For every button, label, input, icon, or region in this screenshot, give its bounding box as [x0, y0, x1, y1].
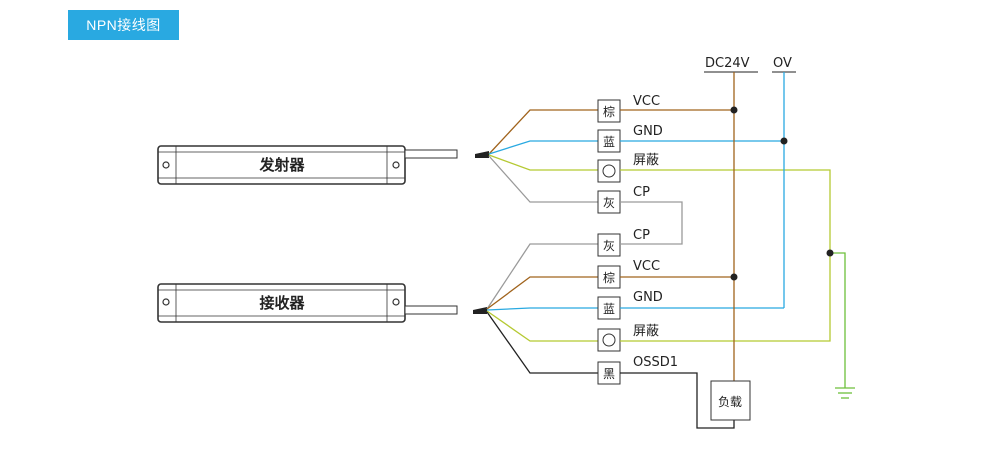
screw-icon	[392, 161, 400, 169]
screw-icon	[392, 298, 400, 306]
signal-label: OSSD1	[633, 355, 678, 370]
receiver-device: 接收器	[157, 283, 487, 323]
page-title: NPN接线图	[68, 10, 179, 40]
wire-gray	[486, 243, 598, 310]
signal-label: GND	[633, 290, 663, 305]
signal-label: VCC	[633, 259, 660, 274]
junctions	[730, 106, 834, 281]
wire-blue	[486, 307, 598, 311]
cp-link	[620, 201, 683, 245]
receiver-wires	[486, 243, 598, 374]
terminal-label: 棕	[603, 270, 615, 285]
shield-terminal-icon	[602, 333, 616, 347]
load-box: 负载	[710, 380, 751, 421]
emitter-label: 发射器	[258, 156, 305, 174]
emitter-wires	[488, 109, 598, 203]
wire-shield	[488, 154, 598, 171]
signal-label: 屏蔽	[633, 153, 659, 168]
signal-label: VCC	[633, 94, 660, 109]
ov-label: OV	[773, 56, 792, 71]
emitter-device: 发射器	[157, 145, 489, 185]
ground-icon	[835, 387, 855, 399]
terminal-label: 棕	[603, 104, 615, 119]
signal-label: GND	[633, 124, 663, 139]
terminal-label: 蓝	[603, 302, 615, 316]
terminal-label: 灰	[603, 239, 615, 253]
emitter-terminals: 棕 蓝 灰	[597, 99, 621, 214]
screw-icon	[162, 298, 170, 306]
wire-brown	[486, 276, 598, 310]
terminal-label: 黑	[603, 367, 615, 381]
signal-label: 屏蔽	[633, 324, 659, 339]
screw-icon	[162, 161, 170, 169]
terminal-label: 灰	[603, 196, 615, 210]
wire-black	[486, 311, 598, 374]
wire-shield	[486, 310, 598, 342]
receiver-label: 接收器	[259, 294, 305, 312]
load-label: 负载	[718, 395, 742, 409]
receiver-terminals: 灰 棕 蓝 黑	[597, 233, 621, 385]
signal-label: CP	[633, 228, 650, 243]
shield-terminal-icon	[602, 164, 616, 178]
signal-label: CP	[633, 185, 650, 200]
wire-gray	[488, 155, 598, 203]
bus-wires	[620, 71, 846, 429]
terminal-label: 蓝	[603, 135, 615, 149]
dc24v-label: DC24V	[705, 56, 750, 71]
wire-blue	[488, 140, 598, 155]
wire-brown	[488, 109, 598, 155]
